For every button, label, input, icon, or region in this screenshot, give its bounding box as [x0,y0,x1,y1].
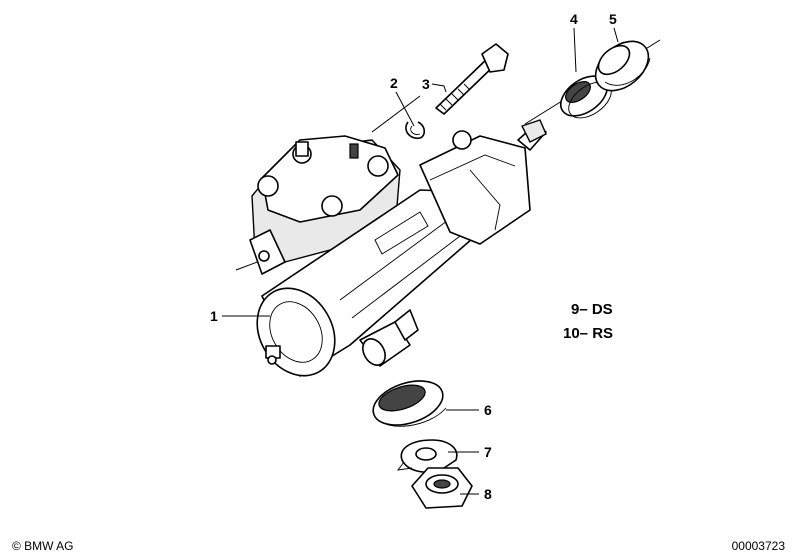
callout-2: 2 [390,75,398,91]
part-6-radial-seal [372,380,447,427]
legend-rs: 10– RS [563,325,613,342]
leader-lines [222,27,619,495]
part-7-lock-washer [396,439,458,473]
callout-5: 5 [609,11,617,27]
part-5-dust-cover [594,40,651,92]
callout-6: 6 [484,402,492,418]
copyright-notice: © BMW AG [12,539,74,553]
part-8-nut [411,467,473,509]
legend-ds: 9– DS [571,301,613,318]
callout-1: 1 [210,308,218,324]
callout-8: 8 [484,486,492,502]
part-2-circlip [405,121,426,140]
callout-3: 3 [422,76,430,92]
part-3-bolt [435,43,509,115]
steering-gear-housing [249,119,547,377]
callout-7: 7 [484,444,492,460]
document-number: 00003723 [731,539,785,553]
callout-4: 4 [570,11,578,27]
